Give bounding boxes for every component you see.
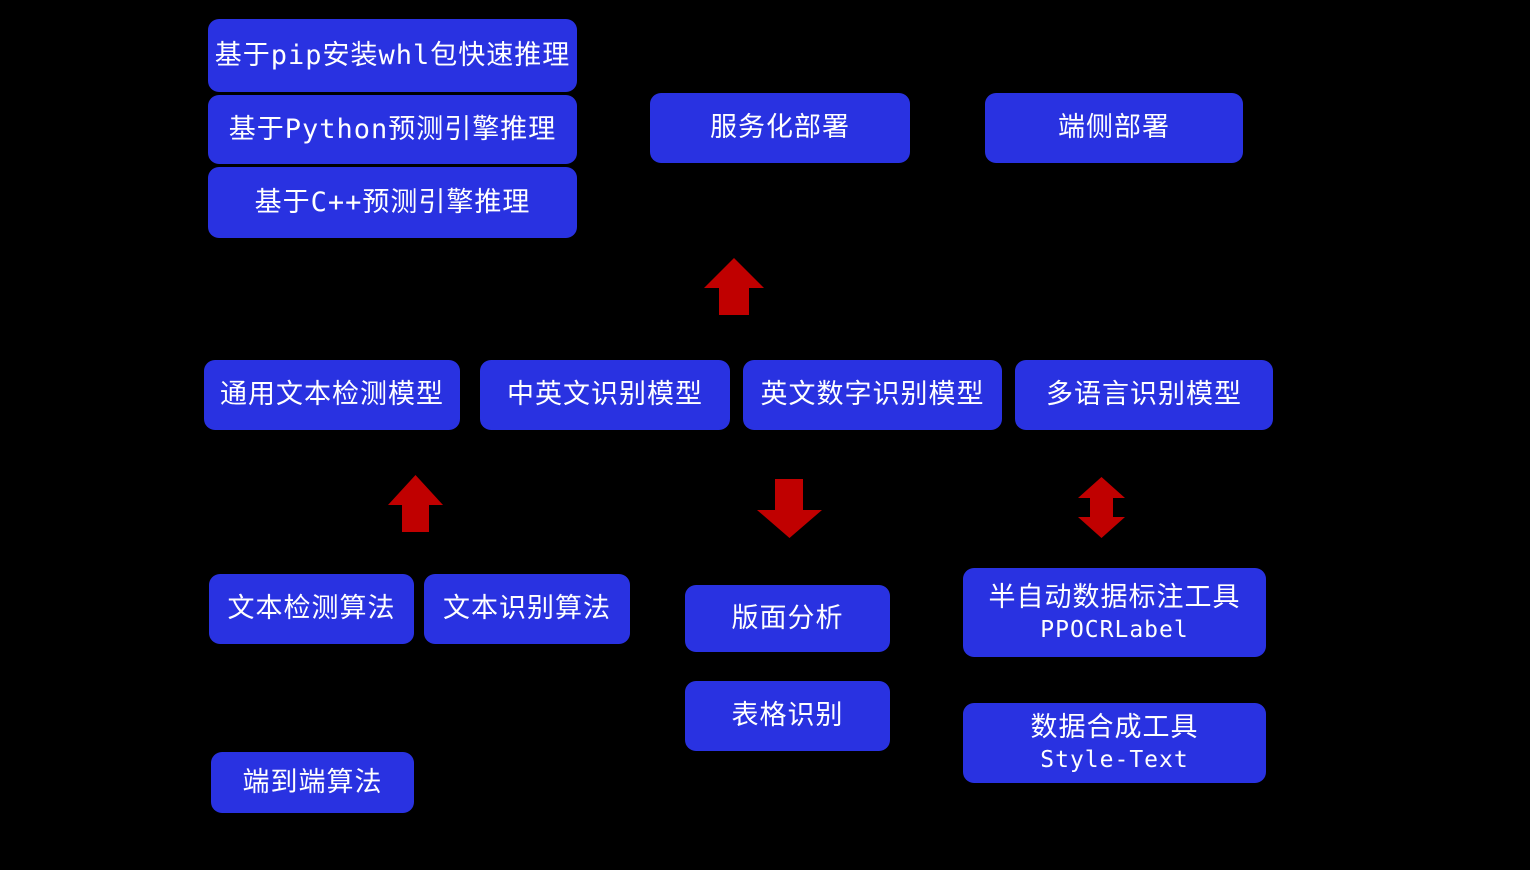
tools-bidirectional-arrow-icon xyxy=(1078,477,1125,538)
node-text-recognition-algorithm-label: 文本识别算法 xyxy=(443,593,611,625)
node-end-to-end-algorithm-label: 端到端算法 xyxy=(242,766,383,798)
node-serving-deployment-label: 服务化部署 xyxy=(710,112,850,144)
node-python-engine-inference-label: 基于Python预测引擎推理 xyxy=(228,113,557,145)
node-multilingual-recognition-model: 多语言识别模型 xyxy=(1015,360,1273,430)
node-end-to-end-algorithm: 端到端算法 xyxy=(211,752,414,813)
node-multilingual-recognition-model-label: 多语言识别模型 xyxy=(1046,379,1242,411)
node-serving-deployment: 服务化部署 xyxy=(650,93,910,163)
node-en-digit-recognition-model-label: 英文数字识别模型 xyxy=(760,379,985,411)
node-semiauto-labeling-tool-sublabel: PPOCRLabel xyxy=(1040,616,1189,643)
detection-up-arrow-icon xyxy=(388,475,443,532)
node-text-detection-algorithm: 文本检测算法 xyxy=(209,574,414,644)
node-edge-deployment-label: 端侧部署 xyxy=(1058,112,1170,144)
node-cpp-engine-inference: 基于C++预测引擎推理 xyxy=(208,167,577,238)
node-en-digit-recognition-model: 英文数字识别模型 xyxy=(743,360,1002,430)
node-data-synthesis-tool: 数据合成工具 Style-Text xyxy=(963,703,1266,783)
node-text-recognition-algorithm: 文本识别算法 xyxy=(424,574,630,644)
node-text-detection-algorithm-label: 文本检测算法 xyxy=(227,593,396,625)
node-pip-whl-inference: 基于pip安装whl包快速推理 xyxy=(208,19,577,92)
node-cpp-engine-inference-label: 基于C++预测引擎推理 xyxy=(254,186,531,218)
node-data-synthesis-tool-sublabel: Style-Text xyxy=(1040,747,1189,774)
node-general-text-detection-model-label: 通用文本检测模型 xyxy=(220,379,444,411)
node-pip-whl-inference-label: 基于pip安装whl包快速推理 xyxy=(214,39,571,71)
node-semiauto-labeling-tool-label: 半自动数据标注工具 xyxy=(988,581,1241,613)
deploy-up-arrow-icon xyxy=(704,258,764,315)
layout-down-arrow-icon xyxy=(757,479,822,538)
node-semiauto-labeling-tool: 半自动数据标注工具 PPOCRLabel xyxy=(963,568,1266,657)
node-data-synthesis-tool-label: 数据合成工具 xyxy=(1030,712,1199,744)
node-general-text-detection-model: 通用文本检测模型 xyxy=(204,360,460,430)
node-edge-deployment: 端侧部署 xyxy=(985,93,1243,163)
node-zh-en-recognition-model-label: 中英文识别模型 xyxy=(507,379,703,411)
node-table-recognition-label: 表格识别 xyxy=(731,700,844,732)
node-layout-analysis-label: 版面分析 xyxy=(731,602,844,634)
node-layout-analysis: 版面分析 xyxy=(685,585,890,652)
node-python-engine-inference: 基于Python预测引擎推理 xyxy=(208,95,577,164)
node-table-recognition: 表格识别 xyxy=(685,681,890,751)
node-zh-en-recognition-model: 中英文识别模型 xyxy=(480,360,730,430)
